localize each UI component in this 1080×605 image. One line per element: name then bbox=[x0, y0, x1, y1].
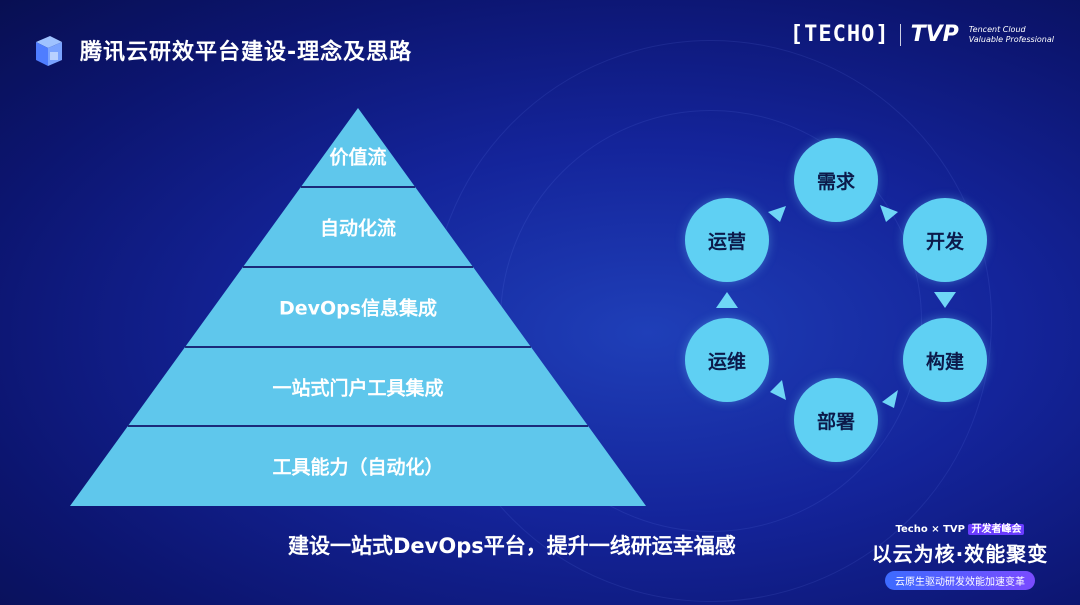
cycle-node-develop: 开发 bbox=[903, 198, 987, 282]
page-title: 腾讯云研效平台建设-理念及思路 bbox=[80, 40, 413, 65]
pyramid-level-label: 自动化流 bbox=[319, 217, 397, 240]
cycle-node-operating: 运营 bbox=[685, 198, 769, 282]
cycle-node-operations: 运维 bbox=[685, 318, 769, 402]
tvp-subtitle: Tencent Cloud Valuable Professional bbox=[968, 24, 1054, 44]
arrow-icon bbox=[882, 390, 898, 408]
event-top-line: Techo × TVP 开发者峰会 bbox=[862, 520, 1058, 535]
event-badge: Techo × TVP 开发者峰会 以云为核·效能聚变 云原生驱动研发效能加速变… bbox=[862, 520, 1058, 590]
slide-caption: 建设一站式DevOps平台，提升一线研运幸福感 bbox=[288, 534, 736, 558]
cube-logo-icon bbox=[36, 36, 62, 66]
event-subtitle: 云原生驱动研发效能加速变革 bbox=[885, 571, 1035, 590]
arrow-icon bbox=[880, 205, 898, 222]
brand-divider bbox=[899, 23, 901, 46]
pyramid-shape bbox=[70, 108, 646, 506]
arrow-icon bbox=[770, 380, 786, 400]
cycle-node-requirement: 需求 bbox=[794, 138, 878, 222]
arrow-icon bbox=[768, 206, 786, 222]
event-slogan: 以云为核·效能聚变 bbox=[871, 542, 1049, 566]
pyramid-level-label: 价值流 bbox=[329, 146, 387, 168]
pyramid-level-label: 一站式门户工具集成 bbox=[272, 377, 444, 399]
techo-logo: [TECHO] bbox=[789, 22, 890, 47]
tvp-logo: TVP bbox=[910, 22, 959, 47]
arrow-icon bbox=[716, 292, 738, 308]
cycle-node-build: 构建 bbox=[903, 318, 987, 402]
cycle-node-deploy: 部署 bbox=[794, 378, 878, 462]
pyramid-level-label: 工具能力（自动化） bbox=[272, 456, 444, 479]
pyramid-level-label: DevOps信息集成 bbox=[278, 297, 438, 320]
arrow-icon bbox=[934, 292, 956, 308]
brand-logos: [TECHO] TVP Tencent Cloud Valuable Profe… bbox=[790, 22, 1054, 47]
